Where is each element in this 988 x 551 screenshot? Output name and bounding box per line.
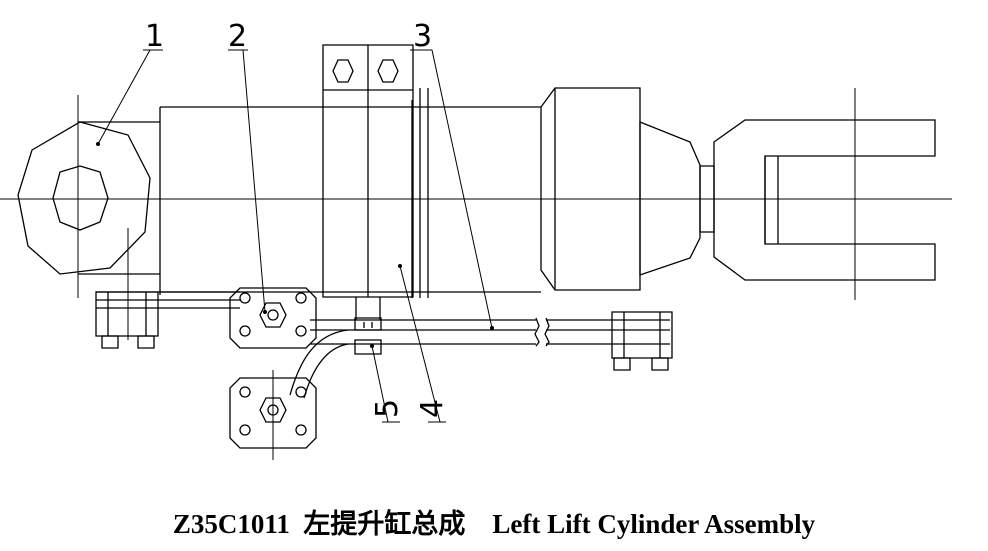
- english-title: Left Lift Cylinder Assembly: [492, 509, 816, 539]
- callout-4: 4: [415, 399, 450, 418]
- callout-3: 3: [413, 19, 432, 54]
- drawing-caption: Z35C1011 左提升缸总成 Left Lift Cylinder Assem…: [0, 502, 988, 541]
- part-number: Z35C1011: [172, 509, 290, 539]
- mounting-clamp: [323, 45, 413, 320]
- callout-2: 2: [228, 19, 247, 54]
- left-support-bracket: [96, 292, 158, 348]
- hydraulic-tube: [96, 292, 670, 398]
- clamp-bolt-left: [333, 60, 353, 82]
- leader-lines: [96, 50, 494, 422]
- cylinder-head: [541, 88, 700, 290]
- chinese-title: 左提升缸总成: [303, 509, 466, 539]
- callout-1: 1: [145, 19, 164, 54]
- callout-5: 5: [370, 399, 405, 418]
- clamp-bolt-right: [378, 60, 398, 82]
- upper-flange: [230, 288, 316, 348]
- lower-flange: [230, 370, 316, 460]
- rod-clevis: [700, 88, 935, 300]
- rear-eye-mount: [18, 95, 160, 340]
- right-support-bracket: [612, 312, 672, 370]
- tube-clamp: [355, 318, 381, 354]
- cylinder-barrel: [160, 88, 541, 298]
